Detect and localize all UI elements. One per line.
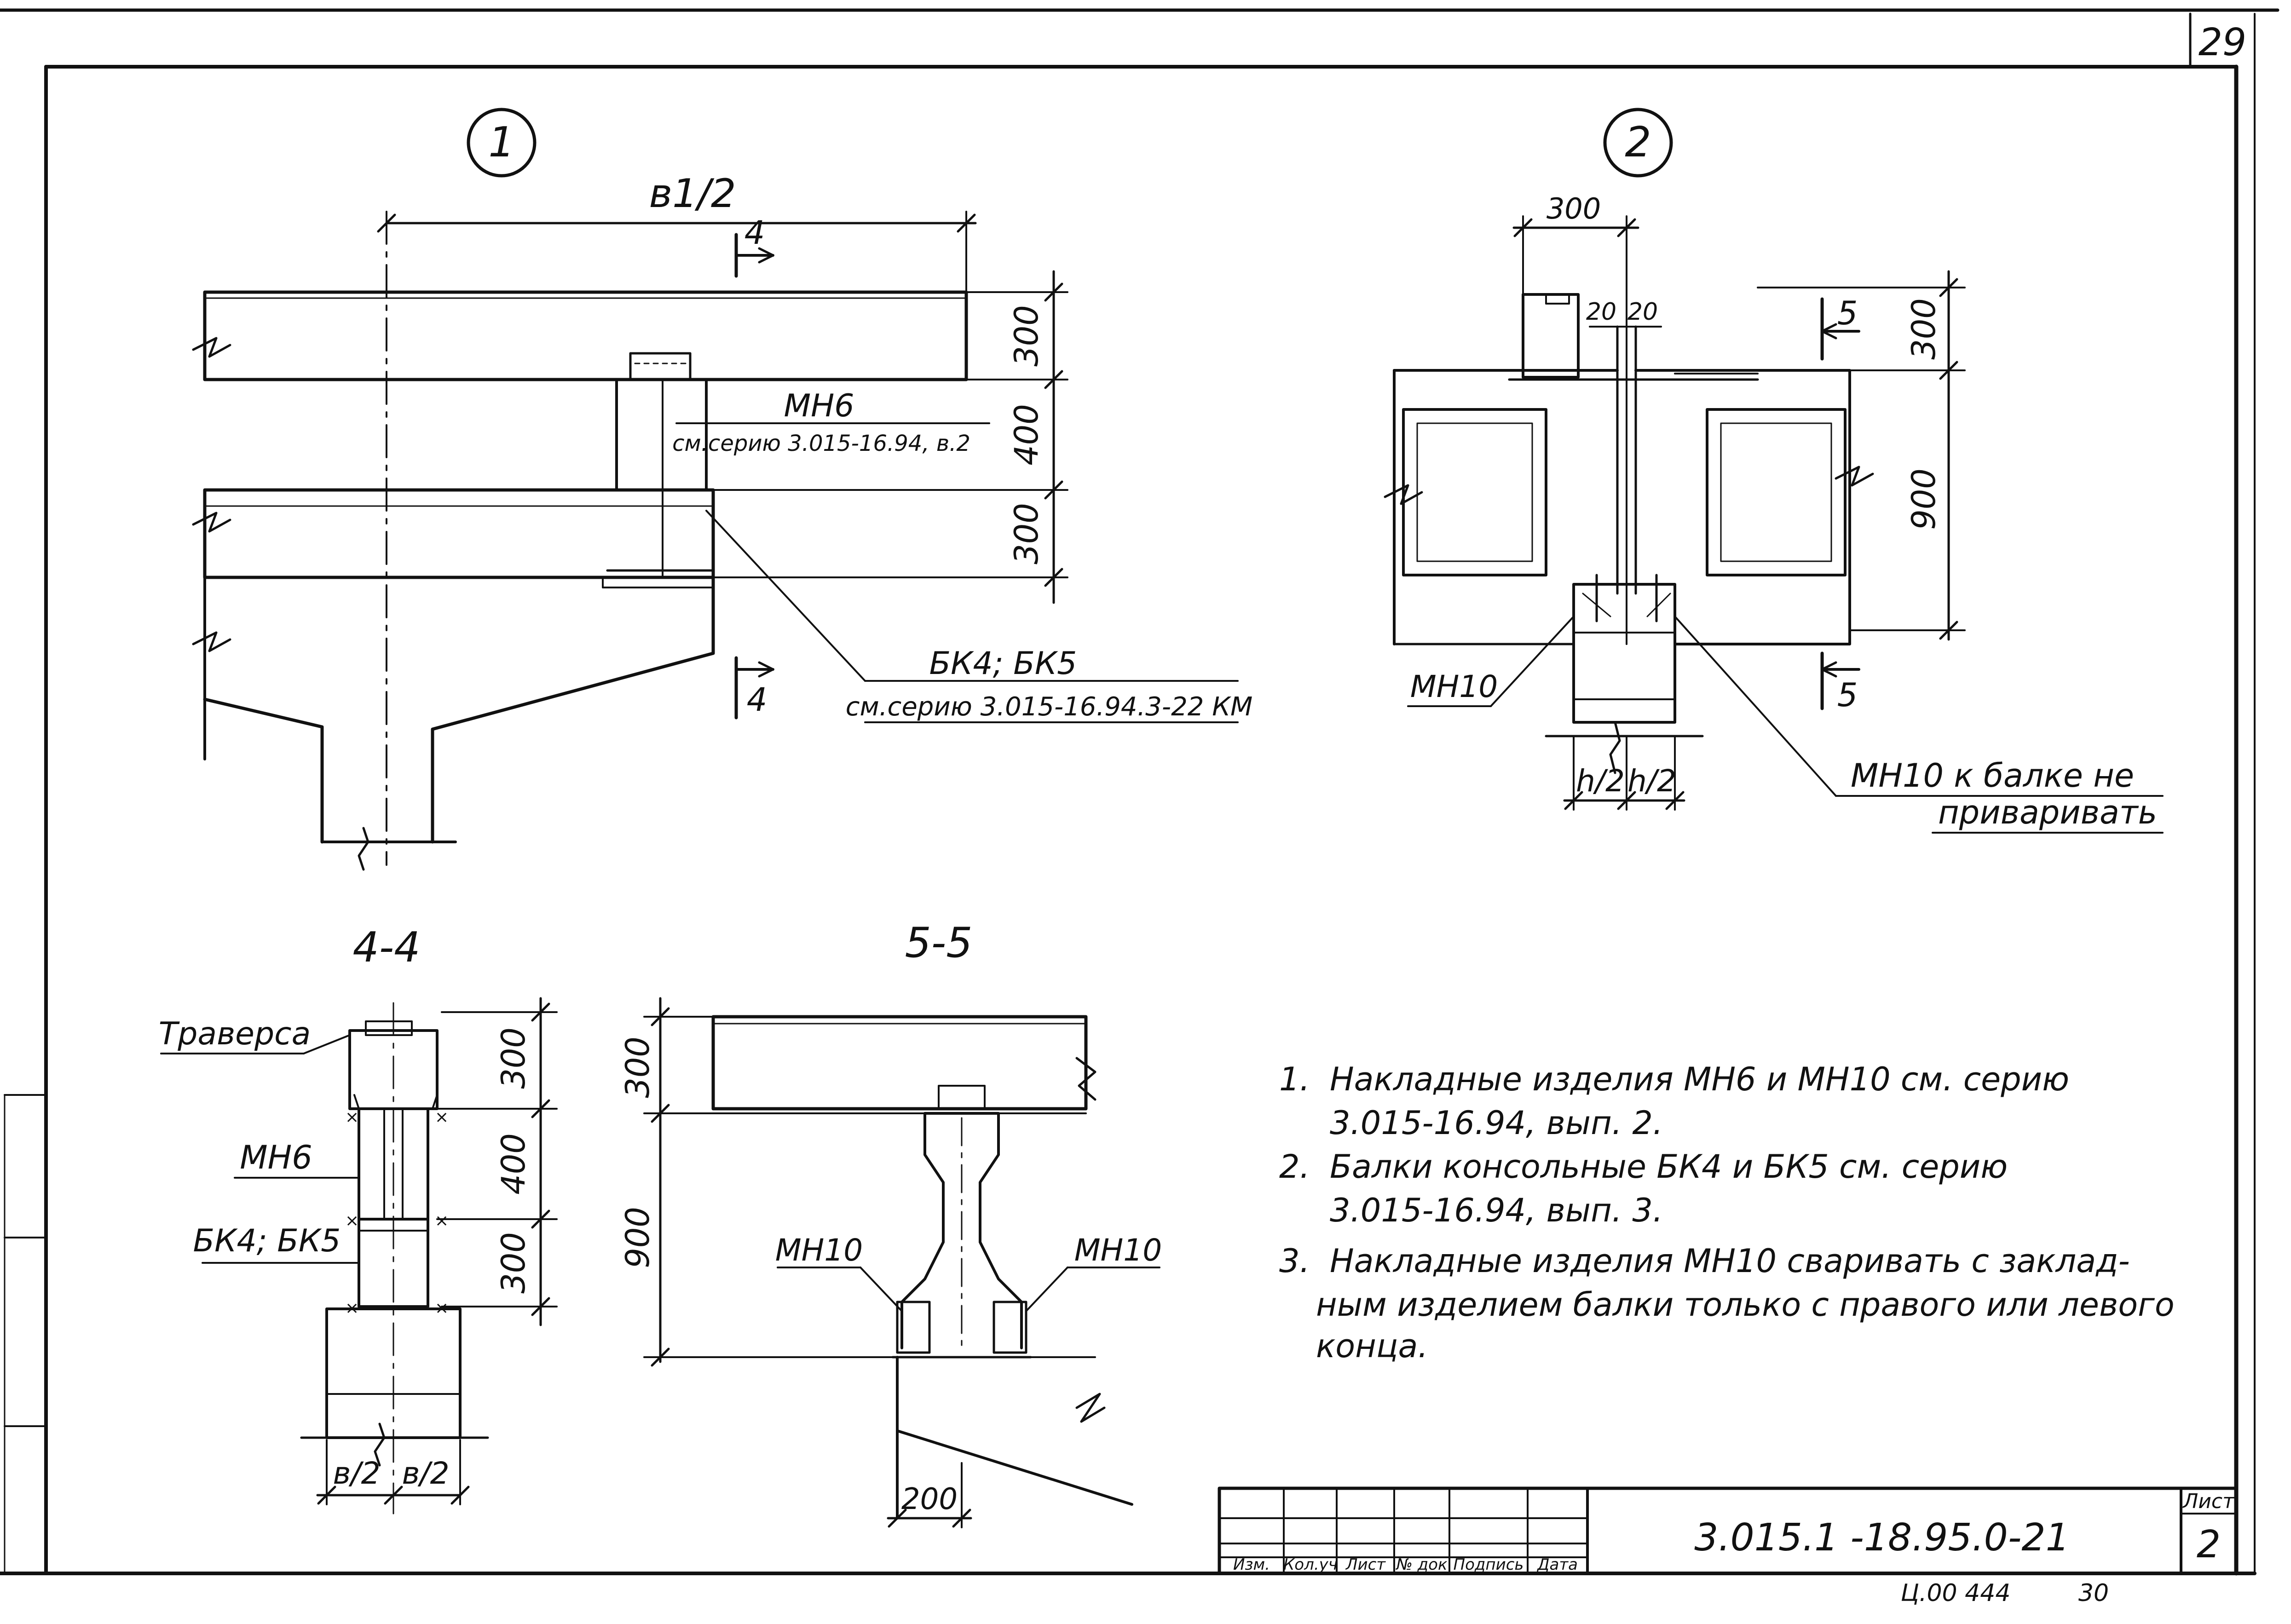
node-2-mn10-label: МН10 — [1410, 669, 1498, 704]
weld-mark: × — [345, 1108, 359, 1127]
document-code: 3.015.1 -18.95.0-21 — [1694, 1516, 2070, 1560]
stamp-page: 30 — [2078, 1579, 2109, 1607]
weld-mark: × — [435, 1211, 449, 1230]
weld-mark: × — [435, 1299, 449, 1318]
section-4-4-half-dim-right: в/2 — [402, 1456, 449, 1491]
node-2-dim-height: 900 — [1905, 468, 1943, 530]
weld-mark: × — [345, 1211, 359, 1230]
node-1-section-mark-bottom: 4 — [747, 681, 768, 719]
node-1-dim-top: 300 — [1008, 305, 1045, 367]
section-4-4-bk-label: БК4; БК5 — [193, 1223, 341, 1259]
title-block: Изм. Кол.уч Лист № док Подпись Дата 3.01… — [1218, 1486, 2238, 1575]
node-1-mn6-label: МН6 — [784, 388, 854, 424]
note-2-line1: Балки консольные БК4 и БК5 см. серию — [1330, 1148, 2008, 1186]
node-1-marker: 1 — [488, 118, 514, 167]
section-4-4-dim-middle: 400 — [495, 1133, 532, 1195]
node-1-width-label: в1/2 — [649, 171, 736, 217]
section-4-4-mn6-label: МН6 — [240, 1139, 312, 1176]
header-list: Лист — [1345, 1555, 1386, 1574]
notes: 1. Накладные изделия МН6 и МН10 см. сери… — [1279, 1060, 2175, 1365]
node-2-gap-dim-left: 20 — [1586, 298, 1616, 326]
section-5-5-dim-height: 900 — [619, 1207, 657, 1268]
section-4-4-half-dim-left: в/2 — [333, 1456, 380, 1491]
node-2-half-dim-left: h/2 — [1576, 763, 1625, 799]
note-3-line3: конца. — [1316, 1327, 1428, 1365]
node-2-half-dim-right: h/2 — [1627, 763, 1676, 799]
node-1: 1 в1/2 — [192, 108, 1253, 871]
node-1-dim-middle: 400 — [1008, 404, 1045, 466]
section-4-4-title: 4-4 — [353, 923, 421, 972]
section-4-4-dim-top: 300 — [495, 1027, 532, 1089]
sheet-label: Лист — [2182, 1490, 2235, 1513]
node-2-note-line1: МН10 к балке не — [1851, 757, 2134, 795]
node-2: 2 300 20 20 — [1384, 108, 2164, 834]
node-2-marker-circle — [1603, 108, 1673, 178]
header-date: Дата — [1536, 1555, 1578, 1574]
sheet-value: 2 — [2197, 1523, 2221, 1566]
node-2-note-line2: приваривать — [1938, 794, 2157, 831]
node-2-gap-dim-right: 20 — [1627, 298, 1658, 326]
node-1-marker-circle — [467, 108, 537, 178]
section-4-4-traverse-label: Траверса — [159, 1016, 311, 1052]
node-2-section-mark-top: 5 — [1837, 294, 1858, 332]
note-2-line2: 3.015-16.94, вып. 3. — [1330, 1192, 1663, 1229]
weld-mark: × — [345, 1299, 359, 1318]
node-1-mn6-reference: см.серию 3.015-16.94, в.2 — [672, 431, 970, 456]
header-signature: Подпись — [1454, 1555, 1524, 1574]
note-3-line1: Накладные изделия МН10 сваривать с закла… — [1330, 1242, 2130, 1280]
node-1-section-mark-top: 4 — [744, 214, 765, 252]
section-5-5-mn10-right: МН10 — [1074, 1232, 1162, 1268]
section-5-5-mn10-left: МН10 — [775, 1232, 863, 1268]
node-2-dim-top: 300 — [1905, 298, 1943, 360]
note-1-line2: 3.015-16.94, вып. 2. — [1330, 1104, 1663, 1142]
header-doc-no: № док — [1395, 1555, 1447, 1574]
sheet-frame — [0, 8, 2279, 1576]
header-izm: Изм. — [1233, 1555, 1270, 1574]
node-2-marker: 2 — [1625, 118, 1651, 167]
note-1-line1: Накладные изделия МН6 и МН10 см. серию — [1330, 1060, 2069, 1098]
section-5-5: 5-5 300 900 МН10 МН10 — [619, 919, 1162, 1528]
sheet-number: 29 — [2199, 21, 2246, 64]
header-kol-uch: Кол.уч — [1283, 1555, 1338, 1574]
stamp-number: Ц.00 444 — [1901, 1579, 2011, 1607]
note-2-number: 2. — [1279, 1148, 1310, 1186]
section-5-5-title: 5-5 — [905, 919, 973, 967]
section-5-5-bottom-dim: 200 — [901, 1482, 958, 1516]
section-5-5-dim-top: 300 — [619, 1037, 657, 1098]
node-1-bk-label: БК4; БК5 — [929, 645, 1077, 682]
node-1-dim-bottom: 300 — [1008, 503, 1045, 564]
node-2-section-mark-bottom: 5 — [1837, 676, 1858, 714]
node-2-top-dim: 300 — [1547, 192, 1601, 225]
node-1-bk-reference: см.серию 3.015-16.94.3-22 КМ — [846, 692, 1253, 722]
section-4-4: 4-4 Траверса × × × × × × МН6 БК4; БК5 — [159, 923, 558, 1515]
note-3-number: 3. — [1279, 1242, 1310, 1280]
note-1-number: 1. — [1279, 1060, 1310, 1098]
note-3-line2: ным изделием балки только с правого или … — [1316, 1286, 2175, 1324]
section-4-4-dim-bottom: 300 — [495, 1232, 532, 1294]
weld-mark: × — [435, 1108, 449, 1127]
